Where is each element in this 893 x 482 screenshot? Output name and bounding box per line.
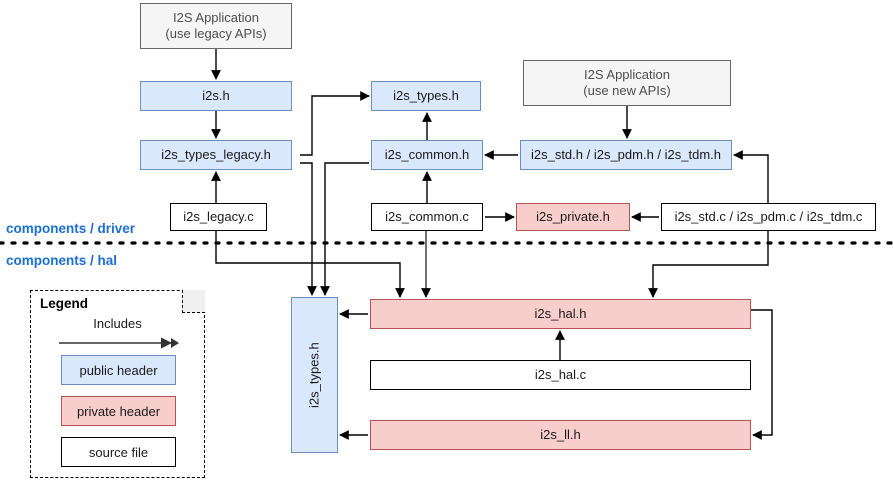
legend-includes-label: Includes [93,316,142,331]
folded-corner-icon [182,290,205,313]
node-i2s-types-legacy-h[interactable]: i2s_types_legacy.h [140,140,292,170]
legend-title: Legend [40,296,89,311]
node-i2s-ll-h[interactable]: i2s_ll.h [370,420,751,450]
node-i2s-hal-h[interactable]: i2s_hal.h [370,299,751,329]
node-i2s-h[interactable]: i2s.h [140,81,292,111]
legend-swatch-public-header: public header [61,355,176,385]
node-i2s-std-pdm-tdm-h[interactable]: i2s_std.h / i2s_pdm.h / i2s_tdm.h [520,140,732,170]
legend-panel: Legend Includes public header private he… [30,290,205,478]
node-i2s-common-h[interactable]: i2s_common.h [371,140,483,170]
node-app-legacy[interactable]: I2S Application (use legacy APIs) [140,3,292,49]
node-i2s-private-h[interactable]: i2s_private.h [516,203,630,231]
node-i2s-hal-c[interactable]: i2s_hal.c [370,360,751,390]
node-i2s-legacy-c[interactable]: i2s_legacy.c [170,203,267,231]
node-i2s-types-h[interactable]: i2s_types.h [371,81,481,111]
node-i2s-types-h-hal[interactable]: i2s_types.h [291,297,338,453]
divider-label-hal: components / hal [6,253,118,268]
node-i2s-common-c[interactable]: i2s_common.c [371,203,483,231]
node-i2s-std-pdm-tdm-c[interactable]: i2s_std.c / i2s_pdm.c / i2s_tdm.c [661,203,876,231]
legend-swatch-private-header: private header [61,396,176,426]
legend-arrow-icon [59,337,179,349]
divider-label-driver: components / driver [6,221,136,236]
legend-swatch-source-file: source file [61,437,176,467]
node-app-new[interactable]: I2S Application (use new APIs) [523,60,731,106]
